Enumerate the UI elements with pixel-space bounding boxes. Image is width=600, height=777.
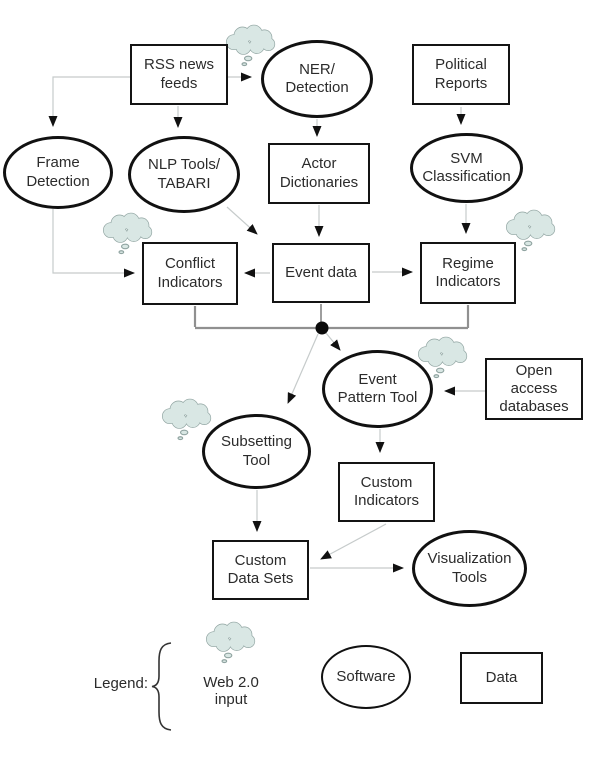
legend-brace (151, 642, 172, 731)
node-custom-data-sets: Custom Data Sets (212, 540, 309, 600)
legend-web2-input-label: Web 2.0 input (203, 674, 259, 708)
edge-junction-to-event-pattern (325, 332, 341, 351)
edge-frame-to-conflict (52, 209, 135, 278)
edge-rss-to-frame-detection (48, 76, 130, 127)
edge-nlp-to-event-data (226, 206, 258, 235)
node-nlp-tools-tabari: NLP Tools/ TABARI (128, 136, 240, 213)
legend-title: Legend: (93, 675, 148, 692)
node-political-reports: Political Reports (412, 44, 510, 105)
node-ner-detection: NER/ Detection (261, 40, 373, 118)
node-regime-indicators: Regime Indicators (420, 242, 516, 304)
node-actor-dictionaries: Actor Dictionaries (268, 143, 370, 204)
node-custom-indicators: Custom Indicators (338, 462, 435, 522)
node-svm-classification: SVM Classification (410, 133, 523, 203)
cloud-icon (161, 398, 212, 441)
cloud-icon (205, 621, 256, 664)
node-conflict-indicators: Conflict Indicators (142, 242, 238, 305)
edge-custom-indicators-to-custom-data-sets (320, 523, 387, 560)
node-visualization-tools: Visualization Tools (412, 530, 527, 607)
node-event-pattern-tool: Event Pattern Tool (322, 350, 433, 428)
node-frame-detection: Frame Detection (3, 136, 113, 209)
node-rss-news-feeds: RSS news feeds (130, 44, 228, 105)
node-subsetting-tool: Subsetting Tool (202, 414, 311, 489)
legend-data-sample: Data (460, 652, 543, 704)
junction-dot (315, 321, 329, 335)
legend-software-sample: Software (321, 645, 411, 709)
edge-junction-to-subsetting (287, 333, 319, 404)
node-event-data: Event data (272, 243, 370, 303)
node-open-access-databases: Open access databases (485, 358, 583, 420)
